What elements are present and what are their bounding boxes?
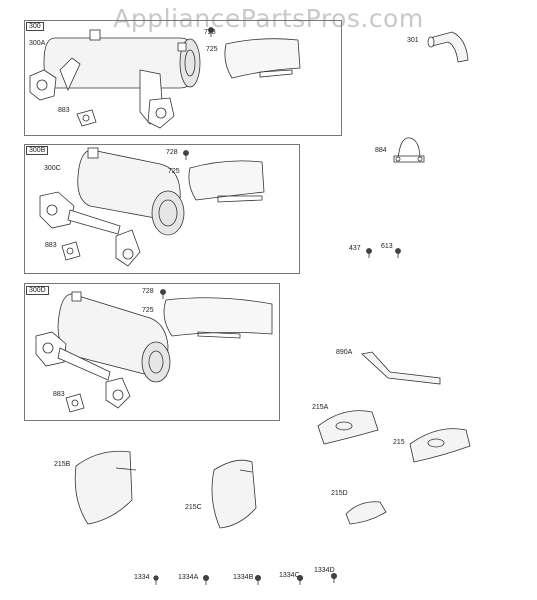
part-215D-label: 215D — [331, 490, 348, 497]
group1-gasket-label: 883 — [58, 107, 70, 114]
screw-437 — [366, 248, 372, 258]
group3-screw-label: 728 — [142, 288, 154, 295]
part-890A-label: 890A — [336, 349, 353, 356]
shield-215C — [211, 459, 257, 529]
screw-728-b — [183, 150, 189, 160]
gasket-883-b — [61, 241, 81, 261]
part-215A-label: 215A — [312, 404, 329, 411]
part-613-label: 613 — [381, 243, 393, 250]
group1-sub-label: 300A — [29, 40, 46, 47]
group1-bracket-label: 725 — [206, 46, 218, 53]
muffler-300 — [29, 29, 201, 129]
gasket-883-a — [76, 109, 97, 127]
part-1334A-label: 1334A — [178, 574, 199, 581]
group3-bracket-label: 725 — [142, 307, 154, 314]
part-1334B-label: 1334B — [233, 574, 254, 581]
gasket-883-c — [65, 393, 85, 413]
part-1334C-label: 1334C — [279, 572, 300, 579]
shield-215A — [317, 410, 379, 445]
part-301-label: 301 — [407, 37, 419, 44]
heat-shield-725-b — [188, 160, 265, 203]
muffler-300B — [39, 147, 185, 267]
screw-728-c — [160, 289, 166, 299]
group1-frame — [24, 20, 342, 136]
group2-screw-label: 728 — [166, 149, 178, 156]
part-884-label: 884 — [375, 147, 387, 154]
group2-sub-label: 300C — [44, 165, 61, 172]
part-1334D-label: 1334D — [314, 567, 335, 574]
screw-1334A — [202, 575, 209, 585]
group1-box-label: 300 — [26, 22, 44, 31]
screw-1334 — [153, 575, 159, 585]
shield-215B — [74, 450, 137, 525]
bracket-890A — [361, 351, 441, 385]
group2-bracket-label: 725 — [168, 168, 180, 175]
group1-screw-label: 728 — [204, 29, 216, 36]
screw-613 — [395, 248, 401, 258]
group2-frame — [24, 144, 300, 274]
screw-1334B — [254, 575, 261, 585]
exhaust-pipe-301 — [427, 31, 469, 63]
part-215-label: 215 — [393, 439, 405, 446]
watermark: AppliancePartsPros.com — [113, 4, 424, 33]
screw-728-a — [208, 27, 214, 37]
group3-box-label: 300D — [26, 286, 49, 295]
part-215B-label: 215B — [54, 461, 71, 468]
shield-215 — [409, 428, 471, 463]
group2-box-label: 300B — [26, 146, 49, 155]
screw-1334C — [296, 575, 303, 585]
group3-gasket-label: 883 — [53, 391, 65, 398]
heat-shield-725-a — [224, 38, 301, 79]
clamp-884 — [393, 137, 425, 163]
screw-1334D — [330, 573, 337, 583]
heat-shield-725-c — [163, 297, 273, 339]
group3-frame — [24, 283, 280, 421]
shield-215D — [345, 501, 387, 525]
part-1334-label: 1334 — [134, 574, 150, 581]
muffler-300D — [35, 291, 171, 409]
part-437-label: 437 — [349, 245, 361, 252]
group2-gasket-label: 883 — [45, 242, 57, 249]
part-215C-label: 215C — [185, 504, 202, 511]
